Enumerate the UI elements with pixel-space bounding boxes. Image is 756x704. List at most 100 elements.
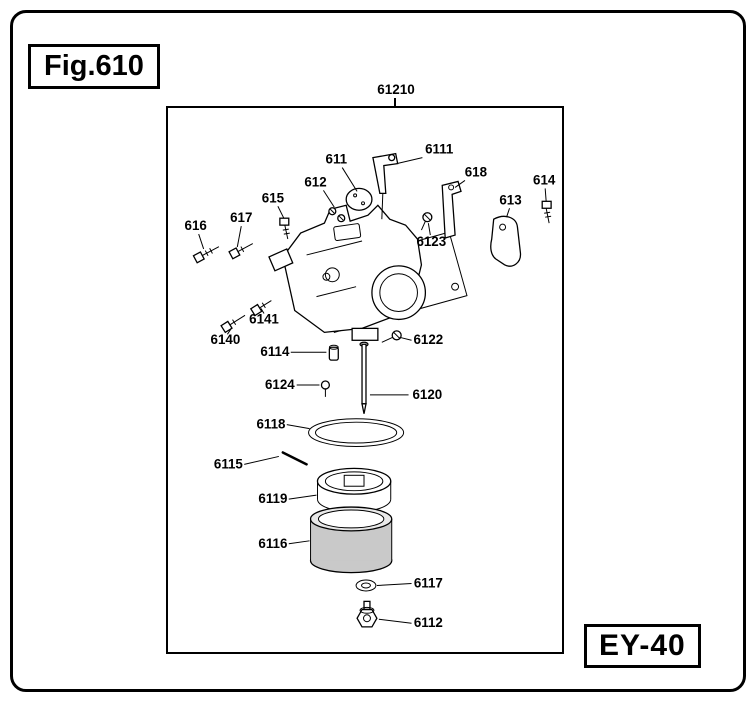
body-boss [333, 223, 362, 242]
lever-pivot [388, 154, 396, 162]
choke-plate-drawing [345, 187, 373, 211]
screw-slot [424, 213, 431, 221]
leader-6116 [288, 540, 310, 545]
hinge-pin [281, 451, 308, 466]
carburetor-body-drawing [268, 204, 468, 341]
part-label-614: 614 [533, 172, 556, 187]
float-inner-ring [324, 471, 384, 492]
leader-6115 [244, 455, 279, 465]
float-valve-6114-drawing [328, 344, 339, 361]
leader-6119 [288, 494, 317, 500]
screw-thread [209, 247, 213, 254]
part-label-6120: 6120 [413, 387, 443, 402]
nut-bore [363, 614, 371, 623]
screw-head [192, 251, 206, 264]
part-label-612: 612 [304, 174, 326, 189]
assembly-number-label: 61210 [377, 82, 415, 97]
leader-6122 [399, 336, 412, 341]
model-number-label: EY-40 [599, 629, 686, 662]
screw-shaft [202, 246, 220, 256]
part-label-6112: 6112 [414, 615, 443, 630]
bracket-618-drawing [441, 180, 462, 239]
part-label-6115: 6115 [214, 456, 244, 471]
diagram-frame: 611 6111 612 615 618 614 613 6123 616 61… [166, 106, 564, 654]
leader-6112 [378, 618, 412, 624]
page-border [10, 10, 746, 692]
bracket-strap [441, 180, 462, 239]
part-label-6117: 6117 [414, 575, 443, 590]
choke-plate [345, 187, 373, 211]
part-label-6119: 6119 [258, 491, 287, 506]
float-hinge [343, 474, 365, 487]
pin-head [320, 380, 331, 390]
screw-615-drawing [279, 217, 290, 240]
part-label-615: 615 [262, 190, 285, 205]
screw-6123-drawing [420, 212, 433, 231]
leader-lines [198, 157, 547, 624]
part-labels: 611 6111 612 615 618 614 613 6123 616 61… [185, 142, 556, 631]
leader-6141 [260, 308, 265, 314]
leader-613 [506, 208, 511, 218]
screw-616-drawing [192, 246, 220, 264]
screw-614-drawing [541, 200, 552, 224]
screw-head [220, 320, 233, 334]
leader-614 [544, 188, 547, 202]
bracket-hole [448, 184, 455, 191]
bowl-mount-boss [351, 327, 379, 341]
screw-thread [204, 250, 209, 257]
leader-611 [341, 167, 358, 192]
leader-6111 [396, 157, 423, 165]
drain-nut-6112-drawing [356, 600, 378, 628]
part-label-616: 616 [185, 218, 207, 233]
screw-shaft [229, 314, 246, 326]
screw-6141-drawing [249, 300, 272, 317]
model-number-box: EY-40 [584, 624, 701, 668]
screw-shaft [420, 220, 426, 231]
part-label-6111: 6111 [425, 142, 454, 157]
screw-thread [544, 211, 551, 214]
part-label-6141: 6141 [249, 311, 279, 326]
plate-613-drawing [490, 215, 522, 267]
part-label-613: 613 [499, 192, 521, 207]
float-pin-6115-drawing [281, 451, 308, 466]
screw-thread [282, 228, 289, 231]
leader-616 [198, 233, 205, 250]
part-label-6124: 6124 [265, 377, 295, 392]
gasket-inner [315, 421, 398, 444]
flange-bolt-hole [322, 272, 331, 281]
part-label-6118: 6118 [256, 417, 286, 432]
choke-lever-arm [372, 152, 399, 195]
bowl-opening [317, 509, 385, 529]
screw-shaft [545, 208, 550, 224]
valve-body [328, 346, 339, 361]
figure-number-box: Fig.610 [28, 44, 160, 90]
screw-thread [240, 246, 245, 253]
choke-lever-drawing [372, 152, 399, 220]
leader-615 [277, 206, 285, 219]
leader-617 [236, 226, 242, 248]
screw-slot [338, 215, 344, 221]
gasket-outer [355, 579, 377, 592]
screw-slot [330, 208, 335, 214]
cover-plate [490, 215, 522, 267]
part-label-6116: 6116 [258, 536, 287, 551]
part-label-611: 611 [326, 152, 348, 167]
bowl-gasket-6118-drawing [308, 418, 405, 448]
valve-top [328, 344, 339, 350]
screw-head [228, 247, 241, 260]
pin-6124-drawing [320, 380, 331, 397]
leader-618 [454, 180, 466, 188]
gasket-6117-drawing [355, 579, 377, 592]
screw-6140-drawing [220, 314, 246, 334]
part-label-618: 618 [465, 164, 488, 179]
part-label-6114: 6114 [260, 344, 290, 359]
bolt-tip [363, 600, 371, 610]
screw-thread [545, 215, 552, 218]
fuel-inlet-stub [268, 248, 294, 272]
nut-hex [356, 608, 378, 628]
leader-612 [323, 190, 335, 208]
body-detail-line [306, 240, 363, 256]
screw-shaft [259, 300, 272, 309]
assembly-leader-line [394, 98, 396, 107]
